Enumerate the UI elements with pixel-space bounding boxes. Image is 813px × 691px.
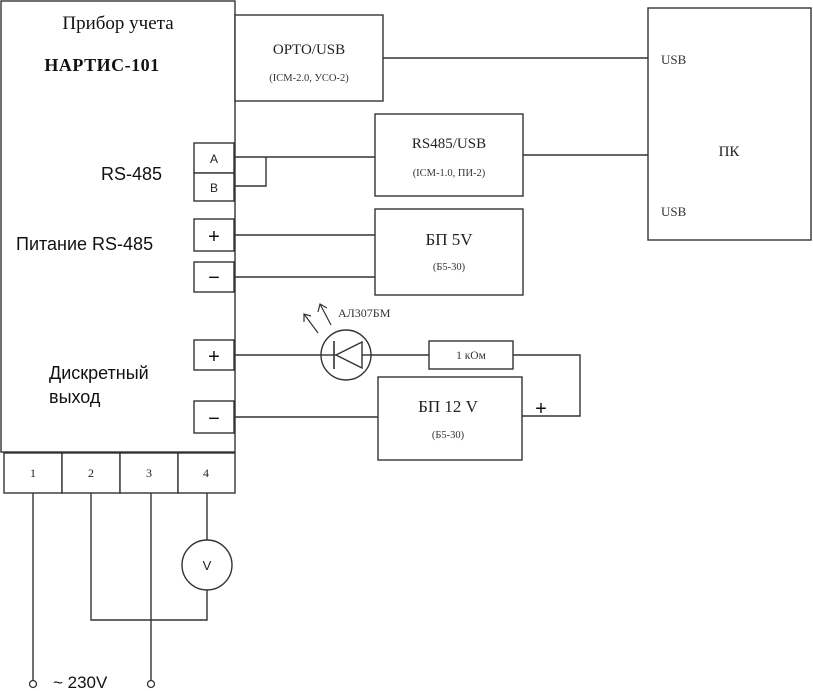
voltmeter-circle [181,539,233,591]
mains-terminal-4-label: 4 [203,466,209,480]
terminal-b-label: В [210,181,218,195]
wires [32,57,648,680]
psu-12v-box [377,376,523,461]
discrete-minus-terminal [193,400,235,434]
discrete-output-label-line1: Дискретный [49,363,149,383]
led-label: АЛ307БМ [338,306,391,320]
discrete-minus-sign: − [208,408,220,430]
power-rs485-label: Питание RS-485 [16,234,153,254]
rs485-label: RS-485 [101,164,162,184]
psu-12v-title: БП 12 V [418,397,479,416]
led-diode: АЛ307БМ [303,303,391,381]
pc-box [647,7,812,241]
meter-model: НАРТИС-101 [44,55,159,75]
psu-5v-box [374,208,524,296]
discrete-plus-sign: + [208,346,220,368]
rs485-usb-box [374,113,524,197]
resistor-box [428,340,514,370]
opto-usb-adapter: OPTO/USB (ICM-2.0, УСО-2) [234,14,384,102]
pc-usb-top: USB [661,52,687,67]
mains-input: ~ 230V [28,673,156,691]
rs485-usb-title: RS485/USB [412,136,486,152]
mains-terminal-dot-right [146,679,156,689]
mains-terminal-3-label: 3 [146,466,152,480]
psu-12v: БП 12 V (Б5-30) + [377,376,547,461]
psu-12v-subtitle: (Б5-30) [432,430,465,441]
psu-12v-plus-sign: + [535,398,547,420]
opto-usb-title: OPTO/USB [273,42,345,58]
psu-5v: БП 5V (Б5-30) [374,208,524,296]
pc-title: ПК [719,144,741,160]
discrete-plus-terminal [193,339,235,371]
meter-title: Прибор учета [62,13,174,34]
mains-terminal-1 [3,452,63,494]
meter-block: Прибор учета НАРТИС-101 RS-485 А В Питан… [0,0,236,494]
wire-rs485-b [234,157,267,187]
terminal-a-label: А [210,152,218,166]
power-plus-sign: + [208,226,220,248]
resistor: 1 кОм [428,340,514,370]
pc-usb-bottom: USB [661,204,687,219]
mains-terminal-dot-left [28,679,38,689]
mains-terminal-2-label: 2 [88,466,94,480]
wire-resistor-to-psu12-plus [513,354,581,417]
opto-usb-box [234,14,384,102]
power-minus-sign: − [208,267,220,289]
voltmeter-label: V [203,558,212,573]
psu-5v-subtitle: (Б5-30) [433,262,466,273]
pc-block: ПК USB USB [647,7,812,241]
terminal-b [193,172,235,202]
led-light-arrows-icon [303,303,332,334]
mains-voltage-label: ~ 230V [53,673,108,691]
wire-terminal-2-loop [90,493,208,621]
power-minus-terminal [193,261,235,293]
psu-5v-title: БП 5V [425,230,473,249]
discrete-output-label-line2: выход [49,387,101,407]
voltmeter: V [181,539,233,591]
rs485-usb-subtitle: (ICM-1.0, ПИ-2) [413,168,486,179]
mains-terminal-4 [177,452,236,494]
mains-terminal-1-label: 1 [30,466,36,480]
mains-terminal-3 [119,452,179,494]
resistor-label: 1 кОм [456,350,487,362]
opto-usb-subtitle: (ICM-2.0, УСО-2) [269,73,349,84]
rs485-usb-adapter: RS485/USB (ICM-1.0, ПИ-2) [374,113,524,197]
